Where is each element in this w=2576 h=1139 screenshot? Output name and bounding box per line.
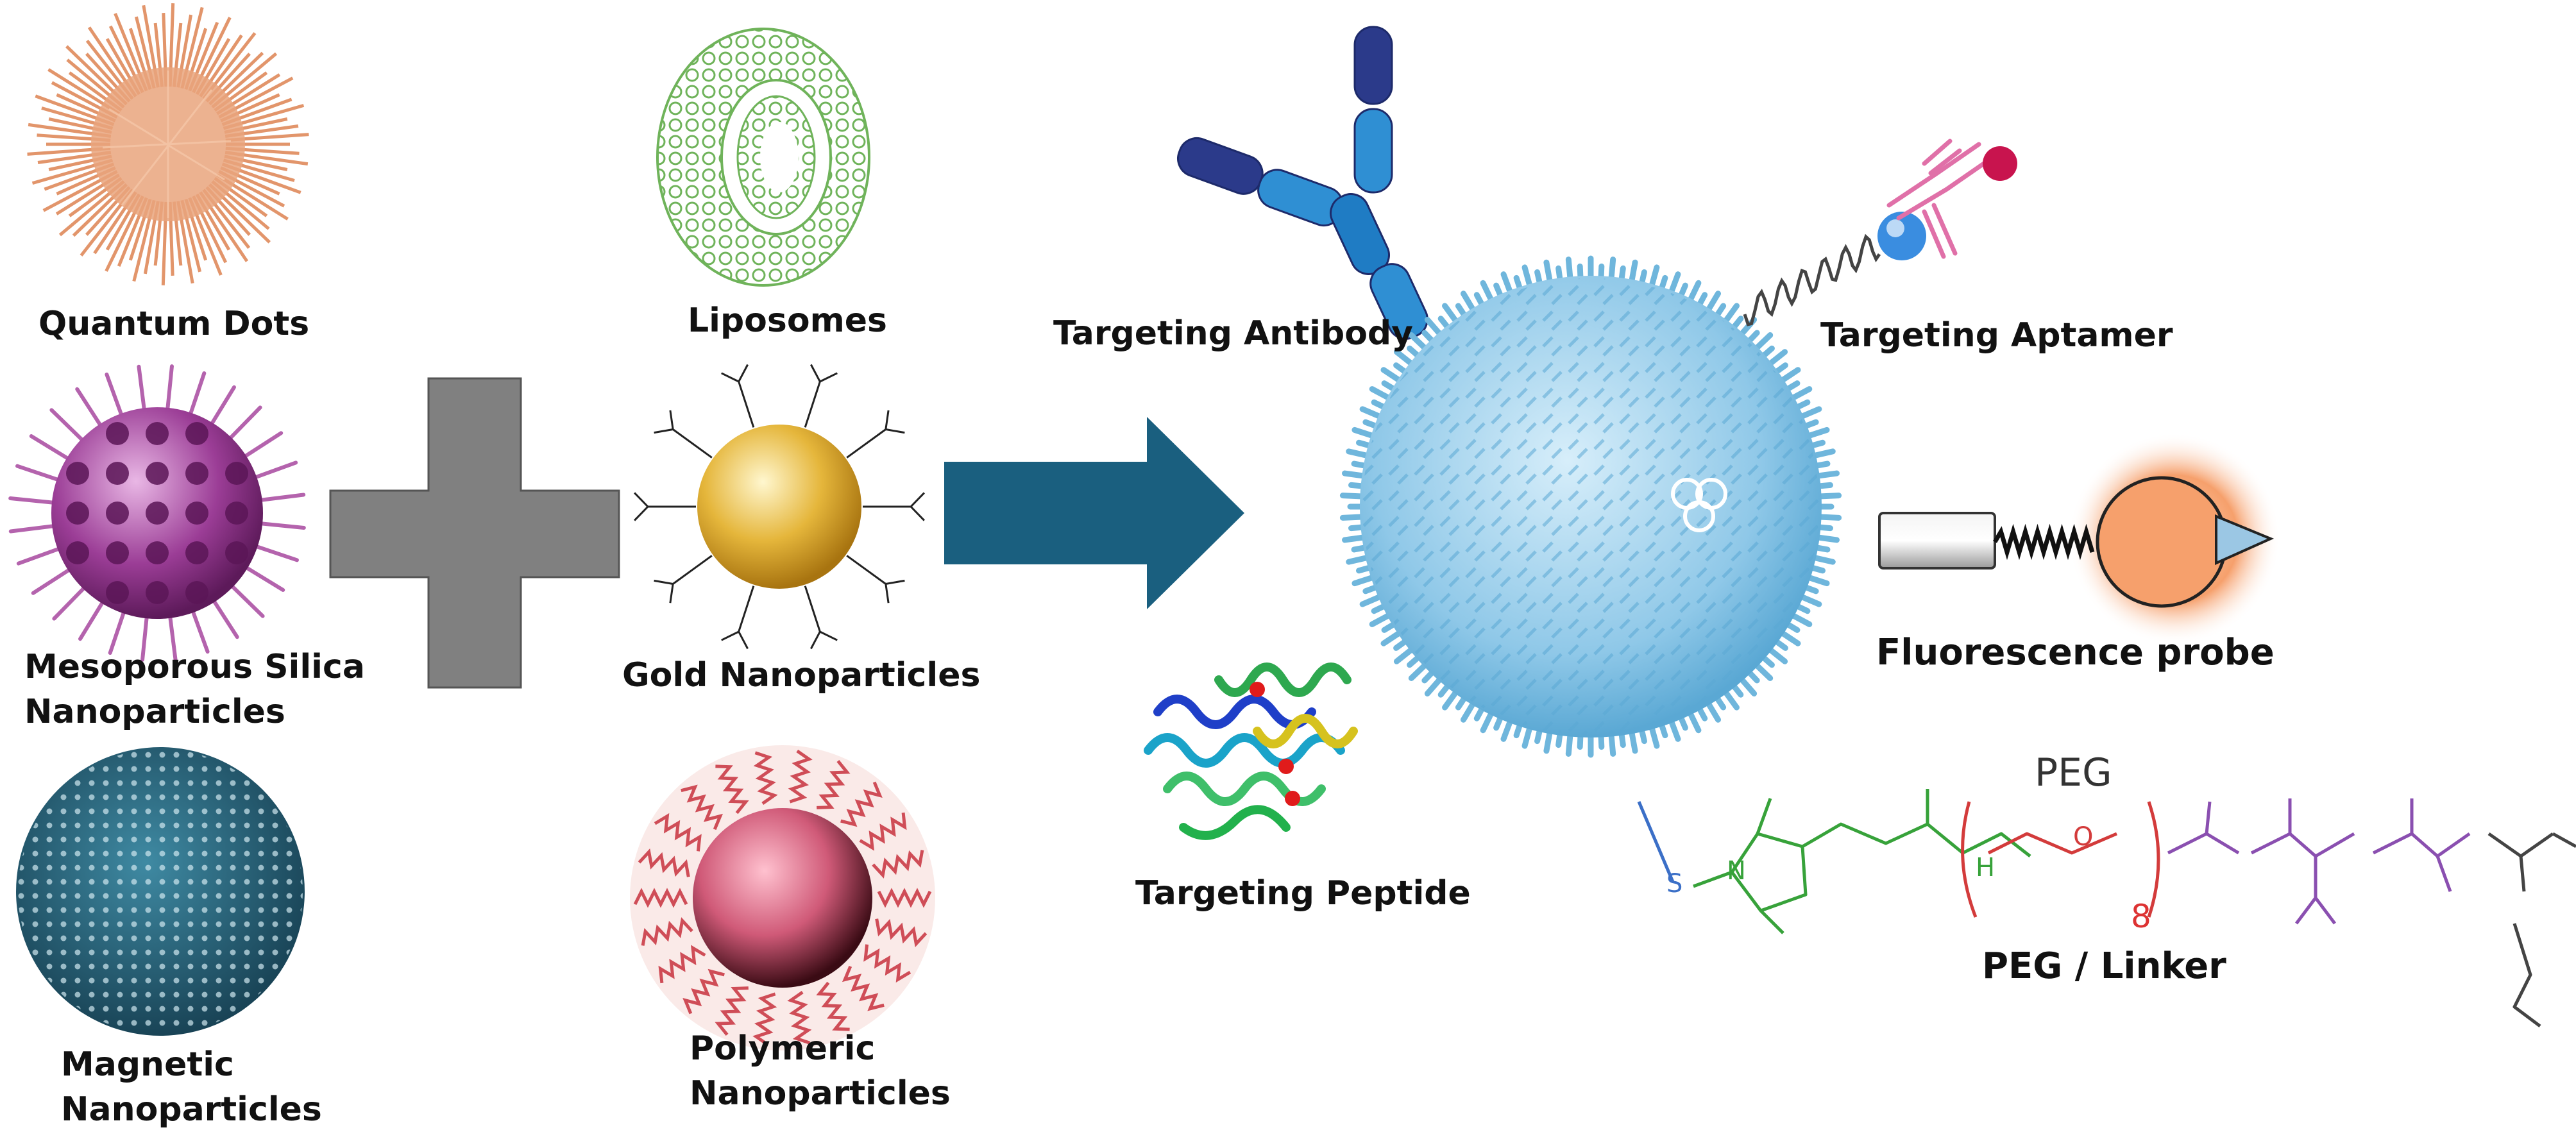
gold-nanoparticles-label: Gold Nanoparticles (622, 656, 981, 695)
targeting-aptamer-label: Targeting Aptamer (1820, 316, 2173, 355)
arrow-icon (944, 417, 1244, 609)
magnetic-nanoparticle-icon (16, 747, 305, 1036)
quantum-dots-label: Quantum Dots (38, 305, 310, 343)
plus-icon (329, 377, 620, 689)
aptamer-icon (1743, 139, 2017, 326)
antibody-icon (1177, 26, 1428, 340)
silica-nanoparticle-icon (8, 364, 306, 662)
peptide-icon (1144, 662, 1358, 840)
quantum-dot-icon (27, 3, 309, 285)
polymeric-nanoparticles-label: Polymeric Nanoparticles (690, 1029, 951, 1113)
mesoporous-silica-label: Mesoporous Silica Nanoparticles (24, 648, 365, 731)
polymeric-nanoparticle-icon (630, 745, 935, 1050)
magnetic-nanoparticles-label: Magnetic Nanoparticles (61, 1045, 322, 1129)
gold-nanoparticle-icon (634, 364, 925, 650)
liposome-icon (656, 28, 870, 287)
peg-label: PEG (2035, 750, 2112, 795)
targeting-peptide-label: Targeting Peptide (1135, 874, 1471, 913)
peg-repeat-count: 8 (2131, 898, 2151, 935)
liposomes-label: Liposomes (688, 301, 887, 340)
peg-linker-structure-icon (1637, 789, 2576, 1027)
targeting-antibody-label: Targeting Antibody (1053, 314, 1414, 353)
fluorescence-probe-label: Fluorescence probe (1876, 632, 2275, 673)
peg-linker-label: PEG / Linker (1982, 945, 2226, 987)
fluorescence-probe-icon (1878, 433, 2280, 645)
functionalized-nanoparticle-icon (1339, 255, 1842, 758)
